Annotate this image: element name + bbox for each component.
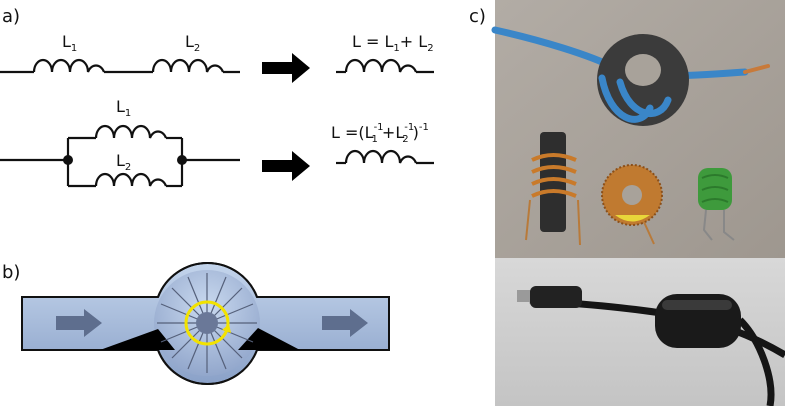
rotor-core [196, 312, 218, 334]
series-formula: L = L1+ L2 [352, 32, 434, 54]
panel-label-c: c) [469, 6, 486, 27]
series-result-arrow [262, 53, 310, 83]
parallel-l1-coil [96, 126, 166, 138]
parallel-result-arrow [262, 151, 310, 181]
water-pipe-analogy [22, 263, 389, 384]
junction-node-left [63, 155, 73, 165]
series-circuit [0, 60, 240, 72]
junction-node-right [177, 155, 187, 165]
usb-plug-housing [530, 286, 582, 308]
inductor-photo [495, 0, 785, 258]
usb-ferrite-photo [495, 258, 785, 406]
series-l2-label: L2 [185, 32, 200, 54]
parallel-formula: L =(L-11+L-12)-1 [331, 122, 429, 145]
series-l1-label: L1 [62, 32, 77, 54]
series-equivalent-inductor [336, 60, 434, 72]
inductor-l2-coil [153, 60, 223, 72]
parallel-equivalent-inductor [336, 151, 434, 163]
inductor-l1-coil [34, 60, 104, 72]
parallel-l1-label: L1 [116, 97, 131, 119]
panel-label-a: a) [2, 6, 20, 27]
panel-label-b: b) [2, 262, 20, 283]
parallel-l2-label: L2 [116, 151, 131, 173]
parallel-l2-coil [96, 174, 166, 186]
